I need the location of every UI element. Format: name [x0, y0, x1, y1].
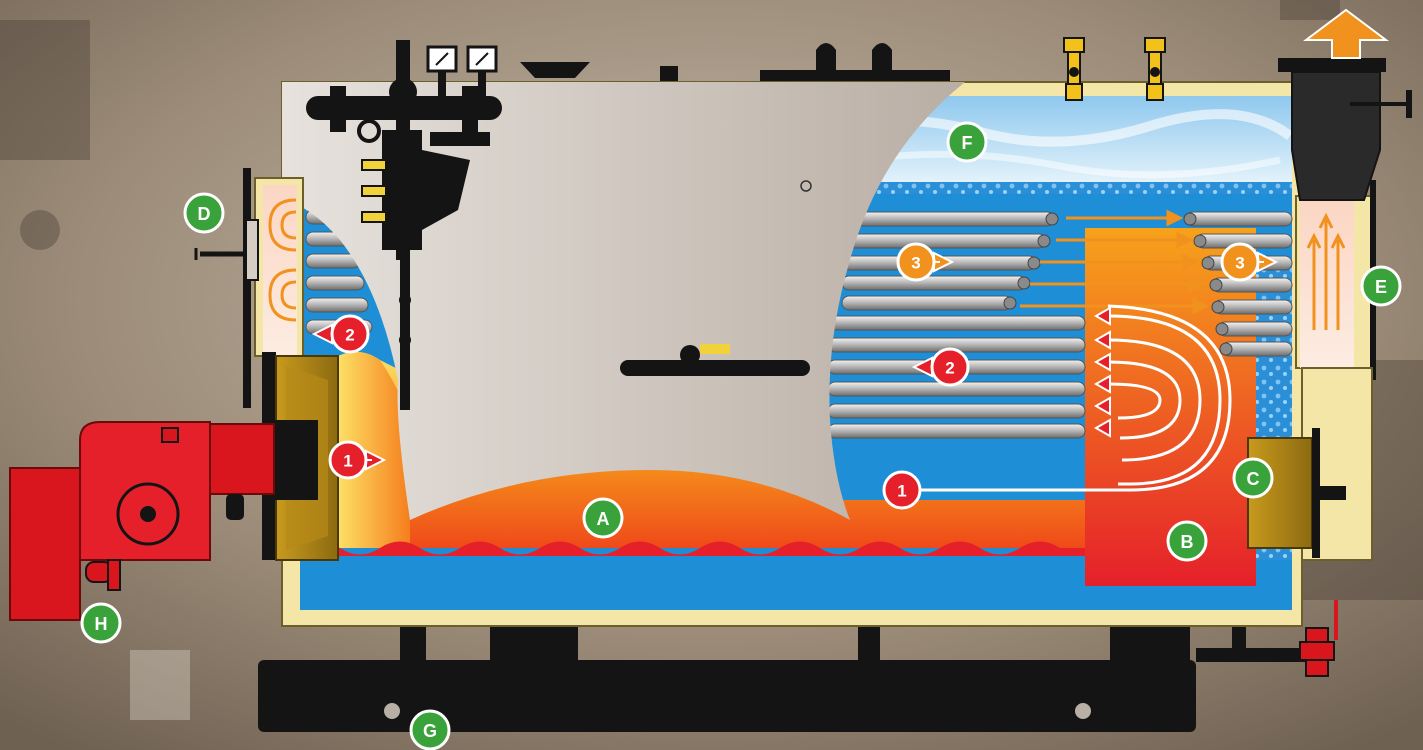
label-e-text: E: [1375, 277, 1387, 297]
label-f: F: [948, 123, 986, 161]
level-cocks: [362, 160, 386, 222]
fire-tube: [306, 276, 364, 290]
fire-tube: [306, 298, 368, 312]
fire-tube: [1220, 342, 1292, 356]
label-a: A: [584, 499, 622, 537]
label-g-text: G: [423, 721, 437, 741]
label-h-text: H: [95, 614, 108, 634]
pass-1-chamber-marker-label: 1: [897, 482, 906, 501]
pass-3-tubes-marker-label: 3: [911, 254, 920, 273]
pass-2-front-marker-label: 2: [345, 326, 354, 345]
pass-1-burner-marker-label: 1: [343, 452, 352, 471]
label-f-text: F: [962, 133, 973, 153]
label-b: B: [1168, 522, 1206, 560]
fire-tube: [1210, 278, 1292, 292]
fire-tube: [1216, 322, 1292, 336]
label-d-text: D: [198, 204, 211, 224]
fire-tube: [842, 234, 1050, 248]
fire-tube: [828, 316, 1085, 330]
fire-tube: [842, 276, 1030, 290]
fire-tube: [842, 212, 1058, 226]
fire-tube: [828, 404, 1085, 418]
label-g: G: [411, 711, 449, 749]
label-b-text: B: [1181, 532, 1194, 552]
label-d: D: [185, 194, 223, 232]
fire-tube: [1184, 212, 1292, 226]
fire-tube: [1212, 300, 1292, 314]
label-c: C: [1234, 459, 1272, 497]
pass-3-exit-marker-label: 3: [1235, 254, 1244, 273]
fire-tube: [842, 296, 1016, 310]
pass-2-tubes-marker-label: 2: [945, 359, 954, 378]
label-c-text: C: [1247, 469, 1260, 489]
label-e: E: [1362, 267, 1400, 305]
fire-tube: [828, 424, 1085, 438]
label-h: H: [82, 604, 120, 642]
label-a-text: A: [597, 509, 610, 529]
